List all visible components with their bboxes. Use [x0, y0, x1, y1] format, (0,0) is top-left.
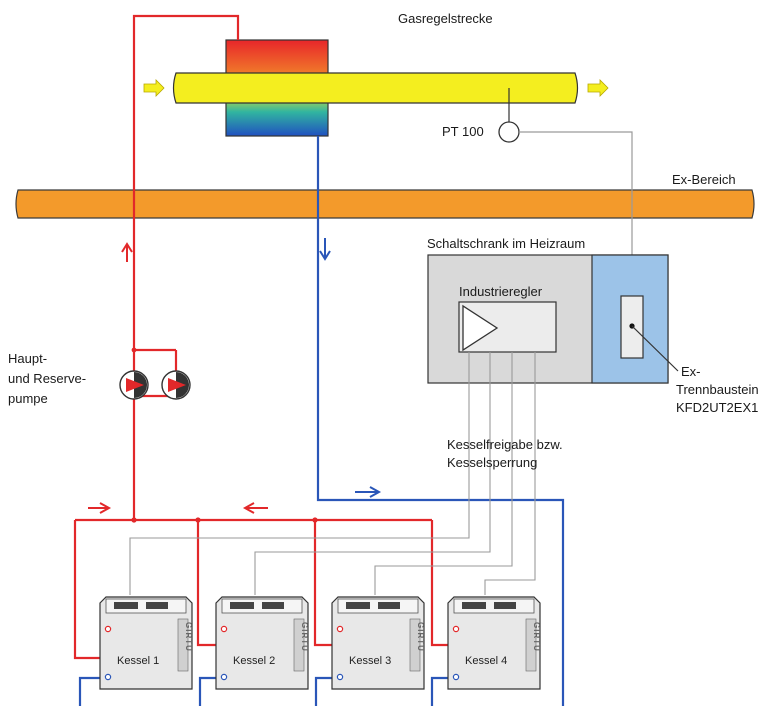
boiler-2 — [215, 596, 309, 690]
pt100-sensor-icon — [498, 121, 520, 143]
pumps-label-line1: Haupt- — [8, 351, 48, 366]
boiler-4-brand: GIRTU — [532, 622, 541, 652]
controller-amplifier-icon — [462, 304, 499, 352]
boiler-1 — [99, 596, 193, 690]
isolator-label-line1: Ex- — [681, 364, 701, 379]
isolator-label-line3: KFD2UT2EX1 — [676, 400, 759, 415]
boiler-2-brand: GIRTU — [300, 622, 309, 652]
boiler-3 — [331, 596, 425, 690]
gas-pipe — [172, 72, 579, 104]
supply-up-arrow-icon — [121, 242, 133, 262]
boiler-4-label: Kessel 4 — [465, 655, 507, 667]
reserve-pump-icon — [161, 370, 191, 400]
return-down-arrow-icon — [319, 238, 331, 261]
boiler-3-brand: GIRTU — [416, 622, 425, 652]
gas-line-label: Gasregelstrecke — [398, 11, 493, 26]
boiler-4 — [447, 596, 541, 690]
release-signal-lines — [129, 352, 536, 595]
supply-right-arrow-icon — [88, 502, 112, 514]
boiler-1-brand: GIRTU — [184, 622, 193, 652]
boiler-1-label: Kessel 1 — [117, 655, 159, 667]
controller-label: Industrieregler — [459, 284, 543, 299]
boiler-2-label: Kessel 2 — [233, 655, 275, 667]
gas-inflow-arrow-icon — [143, 79, 165, 97]
pt100-label: PT 100 — [442, 124, 484, 139]
release-label-line2: Kesselsperrung — [447, 455, 538, 470]
return-right-arrow-icon — [355, 486, 382, 498]
boiler-3-label: Kessel 3 — [349, 655, 391, 667]
gas-outflow-arrow-icon — [587, 79, 609, 97]
cabinet-label: Schaltschrank im Heizraum — [427, 236, 586, 251]
ex-zone-band — [15, 189, 755, 219]
pumps-label-line2: und Reserve- — [8, 371, 87, 386]
pumps-label-line3: pumpe — [8, 391, 48, 406]
supply-left-arrow-icon — [242, 502, 268, 514]
main-pump-icon — [119, 370, 149, 400]
release-label-line1: Kesselfreigabe bzw. — [447, 437, 563, 452]
ex-zone-label: Ex-Bereich — [672, 172, 736, 187]
return-pipes — [78, 136, 565, 706]
isolator-label-line2: Trennbaustein — [676, 382, 759, 397]
